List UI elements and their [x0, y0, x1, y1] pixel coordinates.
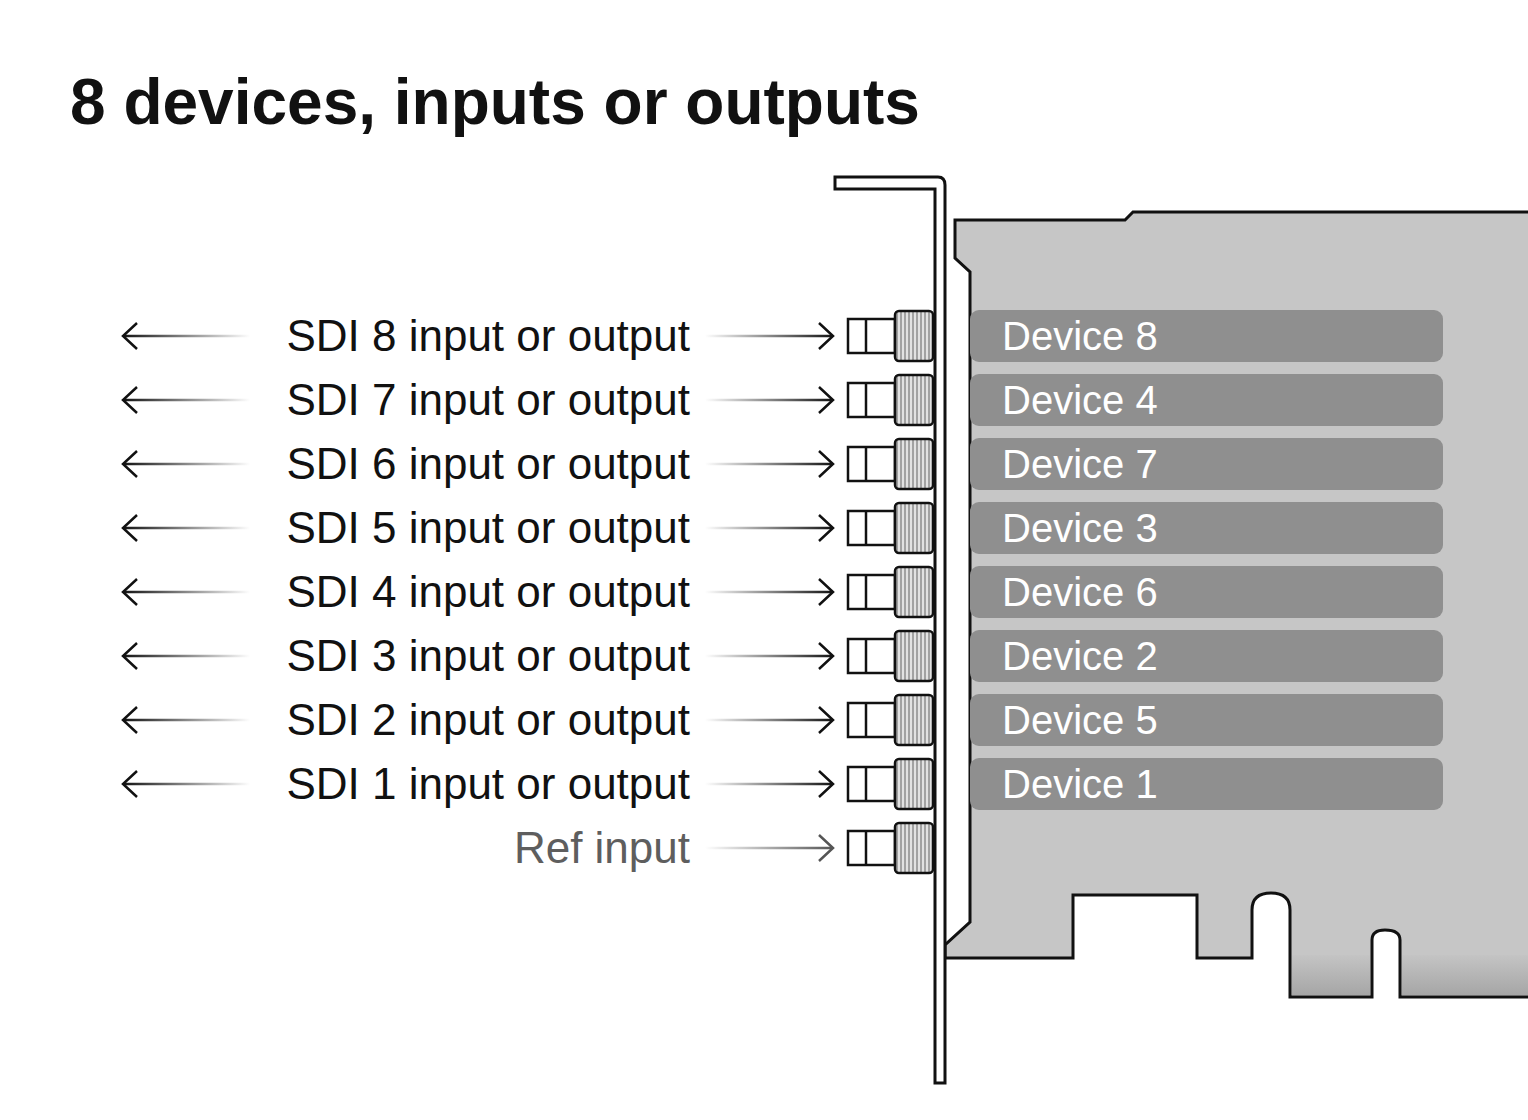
- device-label: Device 2: [1002, 636, 1158, 676]
- device-label: Device 6: [1002, 572, 1158, 612]
- port-label: SDI 8 input or output: [286, 310, 690, 362]
- port-label: SDI 4 input or output: [286, 566, 690, 618]
- bnc-connector: [848, 311, 933, 361]
- signal-arrow: [705, 387, 833, 413]
- port-label: SDI 2 input or output: [286, 694, 690, 746]
- device-band: Device 6: [970, 566, 1443, 618]
- reference-label: Ref input: [514, 822, 690, 874]
- signal-arrow: [705, 707, 833, 733]
- port-label: SDI 6 input or output: [286, 438, 690, 490]
- signal-arrow: [123, 771, 250, 797]
- signal-arrow: [705, 771, 833, 797]
- device-band: Device 1: [970, 758, 1443, 810]
- device-label: Device 3: [1002, 508, 1158, 548]
- signal-arrow: [705, 451, 833, 477]
- signal-arrow: [705, 643, 833, 669]
- mounting-bracket: [835, 177, 945, 1083]
- bnc-connector: [848, 439, 933, 489]
- diagram-title: 8 devices, inputs or outputs: [70, 70, 920, 134]
- edge-fingers: [1402, 955, 1528, 995]
- signal-arrow: [705, 515, 833, 541]
- device-band: Device 5: [970, 694, 1443, 746]
- device-label: Device 8: [1002, 316, 1158, 356]
- bnc-connector: [848, 631, 933, 681]
- bnc-connector: [848, 503, 933, 553]
- bnc-connector: [848, 823, 933, 873]
- device-label: Device 7: [1002, 444, 1158, 484]
- signal-arrow: [123, 707, 250, 733]
- device-band: Device 4: [970, 374, 1443, 426]
- edge-fingers: [1292, 955, 1370, 995]
- device-label: Device 5: [1002, 700, 1158, 740]
- signal-arrow: [705, 835, 833, 861]
- port-label: SDI 5 input or output: [286, 502, 690, 554]
- bnc-connector: [848, 759, 933, 809]
- port-label: SDI 7 input or output: [286, 374, 690, 426]
- signal-arrow: [123, 579, 250, 605]
- bnc-connector: [848, 567, 933, 617]
- device-band: Device 7: [970, 438, 1443, 490]
- port-label: SDI 3 input or output: [286, 630, 690, 682]
- device-label: Device 1: [1002, 764, 1158, 804]
- device-band: Device 3: [970, 502, 1443, 554]
- device-band: Device 8: [970, 310, 1443, 362]
- signal-arrow: [705, 579, 833, 605]
- bnc-connector: [848, 695, 933, 745]
- signal-arrow: [123, 387, 250, 413]
- port-label: SDI 1 input or output: [286, 758, 690, 810]
- signal-arrow: [705, 323, 833, 349]
- card-board: [945, 212, 1528, 997]
- device-label: Device 4: [1002, 380, 1158, 420]
- signal-arrow: [123, 323, 250, 349]
- signal-arrow: [123, 515, 250, 541]
- signal-arrow: [123, 451, 250, 477]
- bnc-connector: [848, 375, 933, 425]
- signal-arrow: [123, 643, 250, 669]
- device-band: Device 2: [970, 630, 1443, 682]
